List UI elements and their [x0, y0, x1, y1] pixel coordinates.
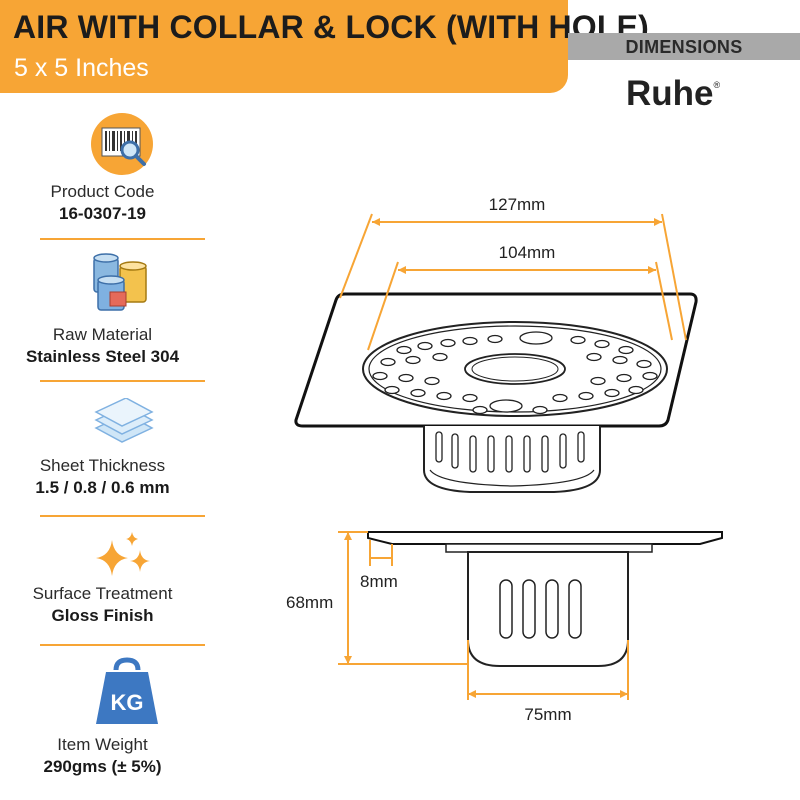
spec-label: Item Weight	[57, 735, 148, 754]
title-banner: AIR WITH COLLAR & LOCK (WITH HOLE) 5 x 5…	[0, 0, 649, 93]
dim-height: 68mm	[286, 593, 333, 612]
dim-body-width: 75mm	[524, 705, 571, 724]
spec-sheet-thickness: Sheet Thickness 1.5 / 0.8 / 0.6 mm	[0, 456, 205, 498]
product-title: AIR WITH COLLAR & LOCK (WITH HOLE)	[13, 9, 650, 45]
brand-name: Ruhe	[626, 74, 714, 113]
sheet-layers-icon	[92, 397, 156, 453]
spec-value: 1.5 / 0.8 / 0.6 mm	[35, 478, 170, 497]
spec-raw-material: Raw Material Stainless Steel 304	[0, 325, 205, 367]
divider	[40, 380, 205, 382]
divider	[40, 238, 205, 240]
grate-holes	[372, 331, 658, 415]
spec-label: Surface Treatment	[32, 584, 173, 603]
spec-product-code: Product Code 16-0307-19	[0, 182, 205, 224]
sparkle-icon	[92, 530, 158, 585]
spec-value: 290gms (± 5%)	[43, 757, 162, 776]
weight-kg-icon: KG	[92, 656, 162, 733]
dim-collar: 8mm	[360, 572, 398, 591]
spec-label: Raw Material	[52, 325, 153, 344]
registered-mark: ®	[713, 80, 721, 90]
divider	[40, 644, 205, 646]
spec-value: 16-0307-19	[59, 204, 146, 223]
dim-grate-width: 104mm	[499, 243, 556, 262]
spec-label: Sheet Thickness	[39, 456, 166, 475]
spec-value: Gloss Finish	[51, 606, 154, 625]
barcode-search-icon	[90, 112, 154, 181]
spec-label: Product Code	[50, 182, 155, 201]
weight-icon-text: KG	[111, 690, 144, 715]
spec-surface-treatment: Surface Treatment Gloss Finish	[0, 584, 205, 626]
brand-logo: Ruhe®	[626, 74, 720, 114]
spec-item-weight: Item Weight 290gms (± 5%)	[0, 735, 205, 777]
side-plate	[367, 531, 723, 545]
dimensions-label: DIMENSIONS	[625, 37, 743, 57]
divider	[40, 515, 205, 517]
dimensions-banner: DIMENSIONS	[568, 33, 800, 60]
dim-outer-width: 127mm	[489, 195, 546, 214]
product-size: 5 x 5 Inches	[14, 54, 149, 82]
spec-value: Stainless Steel 304	[25, 347, 180, 366]
material-cans-icon	[90, 252, 156, 321]
center-hole	[464, 353, 566, 385]
